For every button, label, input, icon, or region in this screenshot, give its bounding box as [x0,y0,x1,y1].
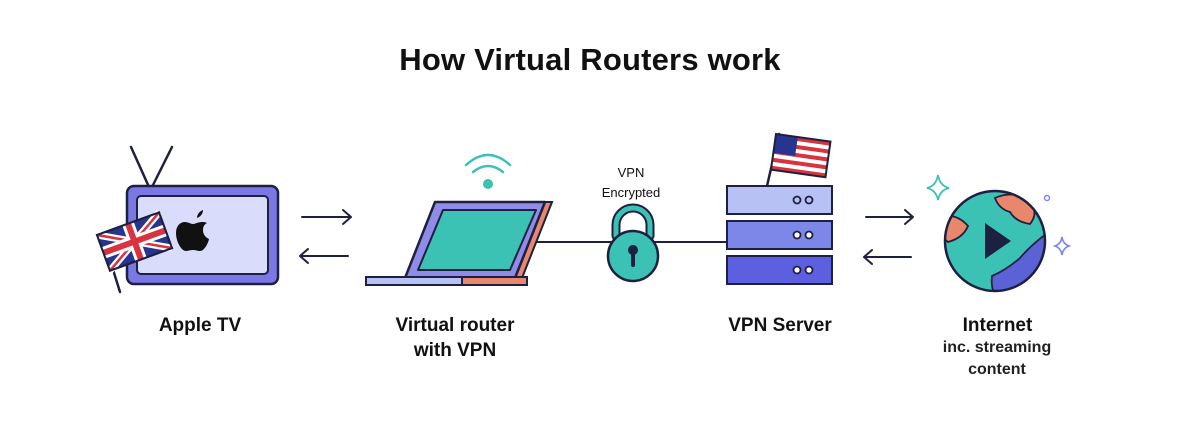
uk-flag-icon [95,210,174,294]
play-icon [985,223,1011,259]
encryption-label: VPN Encrypted [560,163,702,203]
server-internet-arrows [863,209,914,265]
node-sublabel-internet: inc. streaming content [942,339,1052,378]
wifi-icon [464,153,512,189]
arrow-left-icon [863,249,912,265]
diagram-title: How Virtual Routers work [399,42,781,77]
apple-tv-icon [125,145,280,286]
node-label-apple-tv: Apple TV [158,315,242,336]
encryption-label-text: VPN Encrypted [601,165,661,200]
node-label-vpn-server: VPN Server [728,315,832,336]
us-flag-icon [765,132,832,188]
tv-router-arrows [299,209,352,264]
server-stack-icon [726,185,833,285]
laptop-icon [365,200,554,286]
padlock-icon [606,203,660,283]
arrow-right-icon [301,209,352,225]
globe-play-icon [943,189,1047,293]
arrow-left-icon [299,248,349,264]
node-label-virtual-router: Virtual router with VPN [395,315,515,361]
apple-logo-icon [176,210,209,251]
sparkle-icon [926,174,1072,256]
node-label-internet: Internet [962,315,1033,336]
arrow-right-icon [865,209,914,225]
